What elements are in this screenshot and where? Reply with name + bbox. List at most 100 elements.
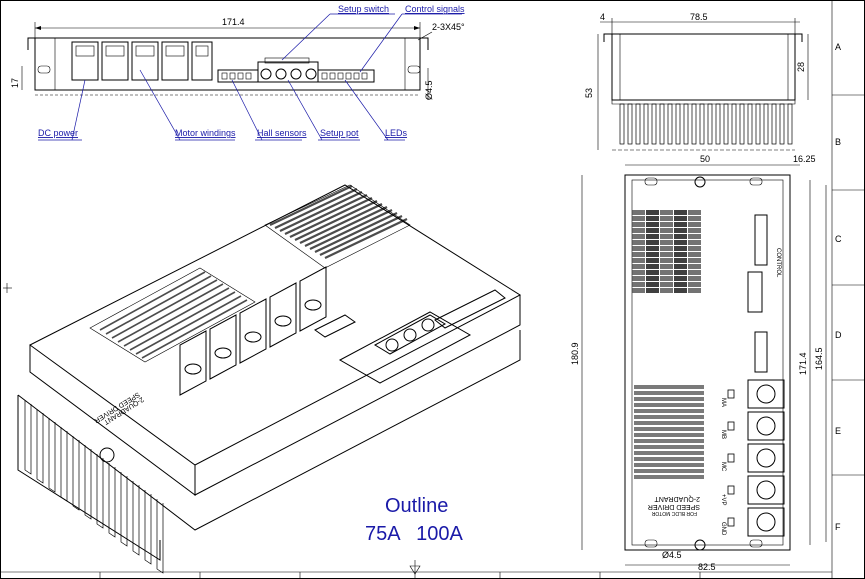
side-heatsink xyxy=(619,103,793,145)
iso-label-row xyxy=(274,188,358,229)
heatsink-fin xyxy=(651,103,657,145)
callout-setup-switch: Setup switch xyxy=(338,4,389,14)
front-label-table-top xyxy=(632,210,701,293)
terminal-screw xyxy=(756,448,776,468)
iso-fin xyxy=(24,400,32,475)
label-cell xyxy=(660,222,673,227)
iso-label-rows xyxy=(99,185,408,359)
label-cell xyxy=(674,282,687,287)
dim-front-bottom-hole: Ø4.5 xyxy=(662,550,682,560)
label-cell xyxy=(674,246,687,251)
iso-fin xyxy=(60,427,68,502)
iso-fin xyxy=(108,463,116,538)
heatsink-fin xyxy=(619,103,625,145)
zone-e: E xyxy=(835,426,841,436)
label-cell xyxy=(660,276,673,281)
dim-front-right-offset: 16.25 xyxy=(793,154,816,164)
iso-label-row xyxy=(319,215,403,256)
iso-label-row xyxy=(111,279,218,339)
heatsink-fin xyxy=(739,103,745,145)
zone-b: B xyxy=(835,137,841,147)
heatsink-fin xyxy=(643,103,649,145)
callout-motor-windings: Motor windings xyxy=(175,128,236,138)
zone-d: D xyxy=(835,330,842,340)
label-line xyxy=(634,403,704,407)
label-cell xyxy=(674,210,687,215)
iso-terminal-screw xyxy=(304,299,322,311)
front-product-line2: SPEED DRIVER xyxy=(648,503,700,510)
label-cell xyxy=(632,222,645,227)
terminal-screw xyxy=(756,384,776,404)
iso-terminal-blocks xyxy=(179,266,327,396)
label-cell xyxy=(632,240,645,245)
terminal-led xyxy=(727,517,735,527)
iso-label-row xyxy=(135,295,242,355)
iso-label-row xyxy=(299,203,383,244)
label-line xyxy=(634,421,704,425)
dim-front-total-height: 180.9 xyxy=(570,342,580,365)
label-cell xyxy=(646,264,659,269)
label-cell xyxy=(632,282,645,287)
iso-heatsink-fins xyxy=(24,400,164,574)
label-cell xyxy=(632,258,645,263)
label-line xyxy=(634,397,704,401)
label-cell xyxy=(646,246,659,251)
heatsink-fin xyxy=(627,103,633,145)
label-cell xyxy=(674,222,687,227)
terminal-led xyxy=(727,389,735,399)
heatsink-fin xyxy=(659,103,665,145)
callout-leds: LEDs xyxy=(385,128,408,138)
heatsink-fin xyxy=(771,103,777,145)
iso-fin xyxy=(156,499,164,574)
iso-fin xyxy=(96,454,104,529)
side-view: 4 78.5 53 28 xyxy=(584,12,809,151)
label-line xyxy=(634,475,704,479)
zone-c: C xyxy=(835,234,842,244)
iso-label-row xyxy=(314,212,398,253)
heatsink-fin xyxy=(715,103,721,145)
dim-side-width: 78.5 xyxy=(690,12,708,22)
label-line xyxy=(634,385,704,389)
front-control-connector xyxy=(754,214,768,266)
callout-dc-power: DC power xyxy=(38,128,78,138)
iso-terminal-screw xyxy=(274,315,292,327)
label-cell xyxy=(660,282,673,287)
label-line xyxy=(634,409,704,413)
label-cell xyxy=(660,288,673,293)
label-line xyxy=(634,439,704,443)
heatsink-fin xyxy=(731,103,737,145)
heatsink-fin xyxy=(747,103,753,145)
label-line xyxy=(634,433,704,437)
dim-front-bottom-width: 82.5 xyxy=(698,562,716,572)
zone-f: F xyxy=(835,522,841,532)
iso-label-row xyxy=(284,194,368,235)
dim-side-base-height: 28 xyxy=(796,62,806,72)
terminal-blocks xyxy=(71,41,213,81)
label-cell xyxy=(632,246,645,251)
label-cell xyxy=(688,216,701,221)
terminal-block xyxy=(747,475,785,505)
label-cell xyxy=(646,228,659,233)
front-label-mb: MB xyxy=(720,430,726,439)
label-cell xyxy=(674,216,687,221)
iso-label-row xyxy=(324,218,408,259)
heatsink-fin xyxy=(635,103,641,145)
label-line xyxy=(634,391,704,395)
label-line xyxy=(634,463,704,467)
label-cell xyxy=(674,288,687,293)
terminal-screw xyxy=(756,416,776,436)
label-cell xyxy=(646,216,659,221)
iso-label-row xyxy=(269,185,353,226)
heatsink-fin xyxy=(707,103,713,145)
label-cell xyxy=(660,246,673,251)
label-cell xyxy=(688,228,701,233)
dim-side-total-height: 53 xyxy=(584,88,594,98)
label-cell xyxy=(646,288,659,293)
iso-label-row xyxy=(141,299,248,359)
terminal-led xyxy=(727,485,735,495)
iso-label-row xyxy=(117,283,224,343)
iso-label-row xyxy=(304,206,388,247)
front-label-ma: MA xyxy=(720,398,726,407)
front-setup-switch xyxy=(747,271,763,313)
